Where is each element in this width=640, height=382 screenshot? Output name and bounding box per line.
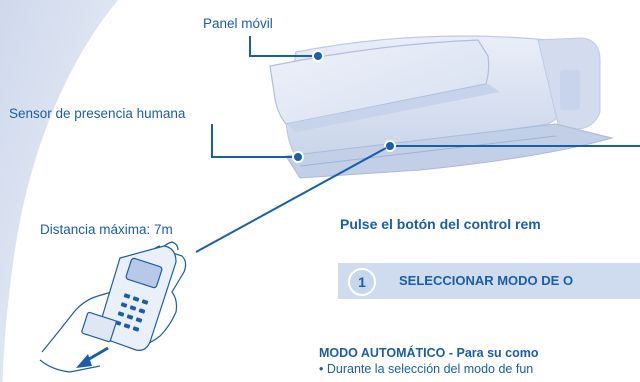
bullet-text: • Durante la selección del modo de fun (319, 362, 534, 376)
remote-screen (125, 257, 163, 289)
step-bar (338, 263, 640, 299)
louver (285, 123, 614, 179)
step-title: SELECCIONAR MODO DE O (399, 273, 574, 288)
background-swoosh (0, 0, 120, 382)
panel-label: Panel móvil (203, 16, 273, 31)
step-number: 1 (348, 268, 376, 296)
panel-callout-line (249, 36, 316, 57)
air-conditioner-unit (269, 35, 614, 179)
instruction-heading: Pulse el botón del control rem (340, 216, 541, 232)
mode-title: MODO AUTOMÁTICO - Para su como (319, 346, 539, 360)
distance-label: Distancia máxima: 7m (40, 222, 173, 237)
sensor-label: Sensor de presencia humana (9, 106, 186, 121)
slide-arrow-icon (76, 346, 109, 368)
sensor-callout-dot (292, 151, 304, 163)
remote-signal-line (195, 147, 387, 253)
movable-panel (269, 39, 490, 125)
receiver-callout-dot (384, 140, 396, 152)
background-swoosh-edge (2, 0, 122, 382)
remote-control-illustration (39, 241, 187, 373)
panel-callout-dot (312, 50, 324, 62)
remote-cover (81, 311, 117, 343)
sensor-callout-line (211, 124, 296, 158)
remote-buttons (114, 293, 149, 332)
